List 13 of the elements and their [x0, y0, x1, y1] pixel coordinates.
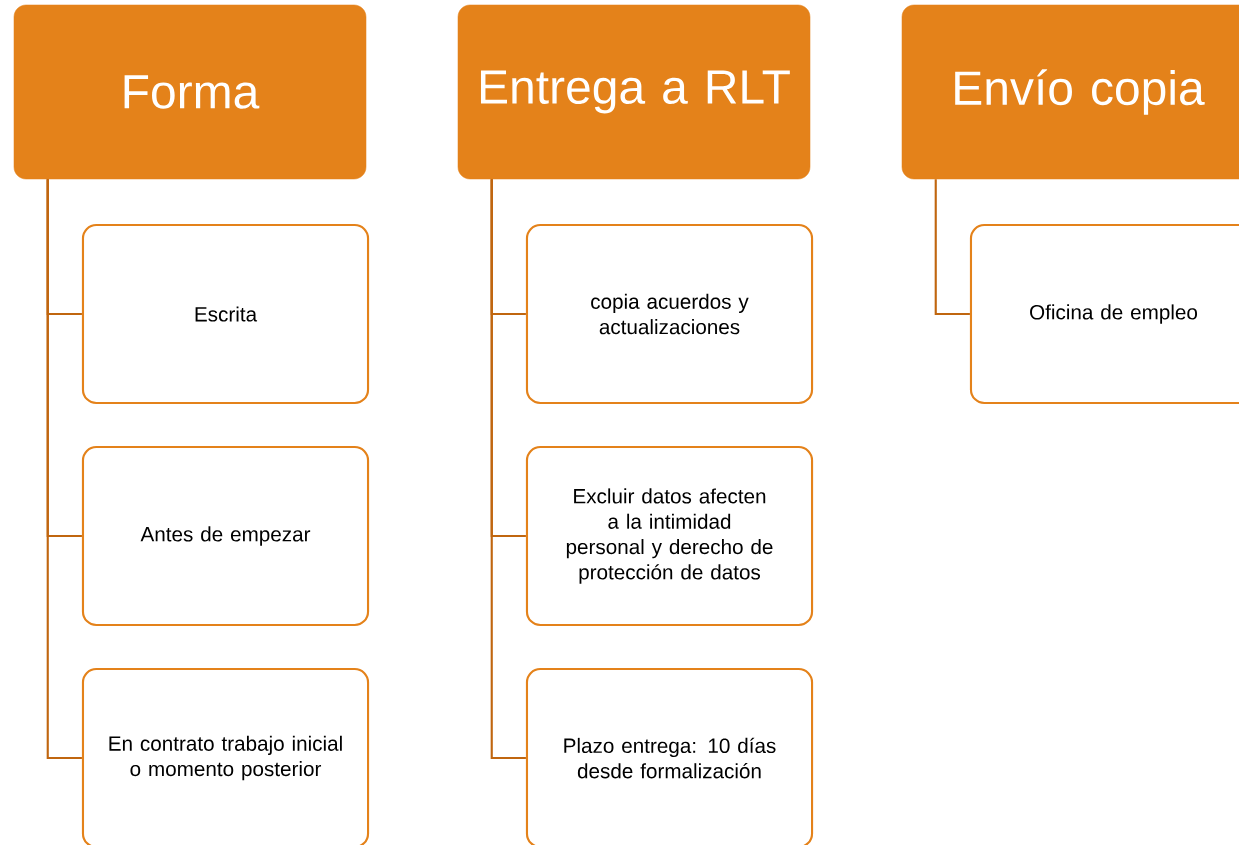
item-box: Oficina de empleo: [969, 223, 1239, 405]
item-box: Plazo entrega: 10 días desde formalización: [525, 667, 814, 845]
connector: [490, 179, 526, 760]
item-box: Antes de empezar: [81, 445, 370, 627]
item-box: copia acuerdos y actualizaciones: [525, 223, 814, 405]
header-box: Forma: [13, 4, 367, 180]
connector: [934, 179, 970, 316]
item-box: Escrita: [81, 223, 370, 405]
header-box: Entrega a RLT: [457, 4, 811, 180]
item-box: En contrato trabajo inicial o momento posterior: [81, 667, 370, 845]
item-box: Excluir datos afecten a la intimidad personal y derecho de protección de datos: [525, 445, 814, 627]
connector: [46, 179, 82, 760]
header-box: Envío copia: [901, 4, 1239, 180]
